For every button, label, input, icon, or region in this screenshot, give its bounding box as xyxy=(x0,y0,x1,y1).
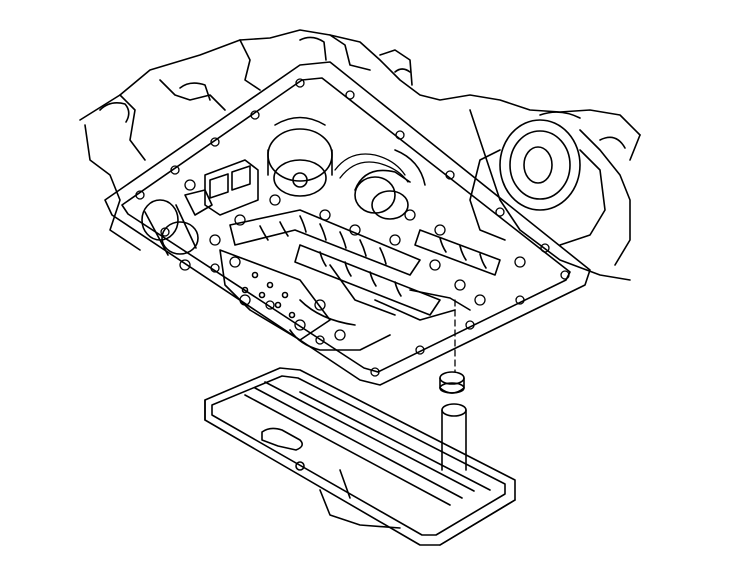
valve-body xyxy=(141,116,526,351)
pan-rail-flange xyxy=(104,61,591,386)
filter-pickup-tube xyxy=(439,299,467,471)
transmission-case xyxy=(79,29,641,281)
transmission-filter xyxy=(204,367,516,546)
output-housing xyxy=(469,119,606,246)
flange-bolt-holes xyxy=(135,78,570,377)
